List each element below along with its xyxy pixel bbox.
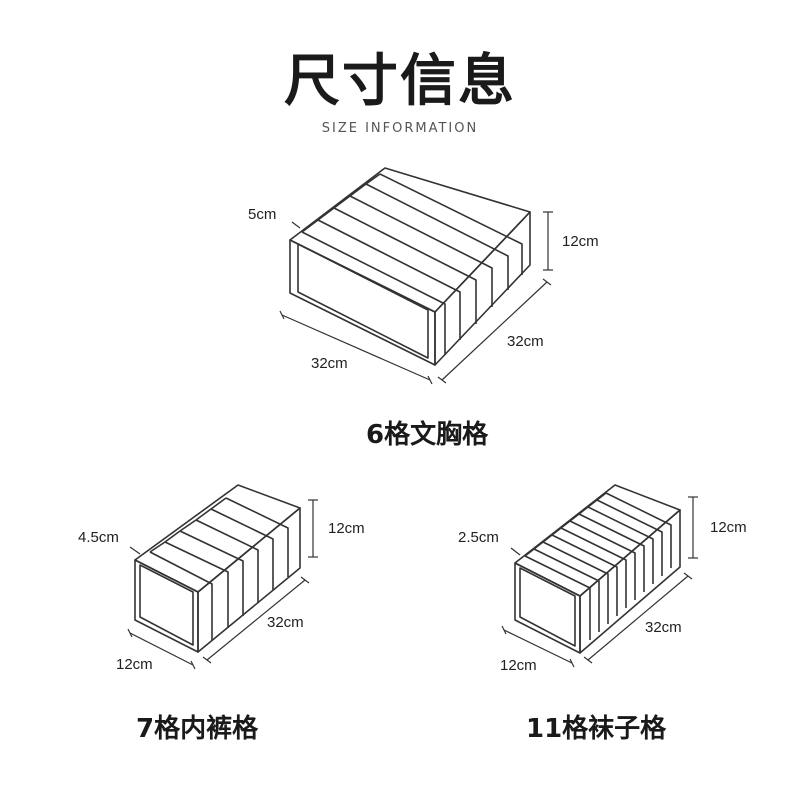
page-subtitle: SIZE INFORMATION <box>321 121 479 136</box>
organizer-7-width-dim-label: 12cm <box>116 656 153 673</box>
organizer-11-depth-dim-label: 32cm <box>645 619 682 636</box>
organizer-7-slot-drawing <box>134 484 301 653</box>
organizer-7-slot-name: 7格内裤格 <box>136 714 259 744</box>
organizer-11-height-dim-label: 12cm <box>710 519 747 536</box>
page-title: 尺寸信息 <box>284 49 516 114</box>
organizer-6-depth-dim-label: 32cm <box>507 333 544 350</box>
organizer-11-slot-dim-label: 2.5cm <box>458 529 499 546</box>
organizer-7-slot-dim-label: 4.5cm <box>78 529 119 546</box>
organizer-7-depth-dim-label: 32cm <box>267 614 304 631</box>
organizer-6-slot-dim-label: 5cm <box>248 206 276 223</box>
organizer-11-width-dim-label: 12cm <box>500 657 537 674</box>
organizer-6-slot-drawing <box>289 167 531 366</box>
organizer-6-width-dim-label: 32cm <box>311 355 348 372</box>
organizer-6-slot-name: 6格文胸格 <box>366 420 489 450</box>
organizer-6-height-dim-label: 12cm <box>562 233 599 250</box>
organizer-11-slot-name: 11格袜子格 <box>526 714 667 744</box>
organizer-7-height-dim-label: 12cm <box>328 520 365 537</box>
organizer-11-slot-drawing <box>514 484 681 654</box>
